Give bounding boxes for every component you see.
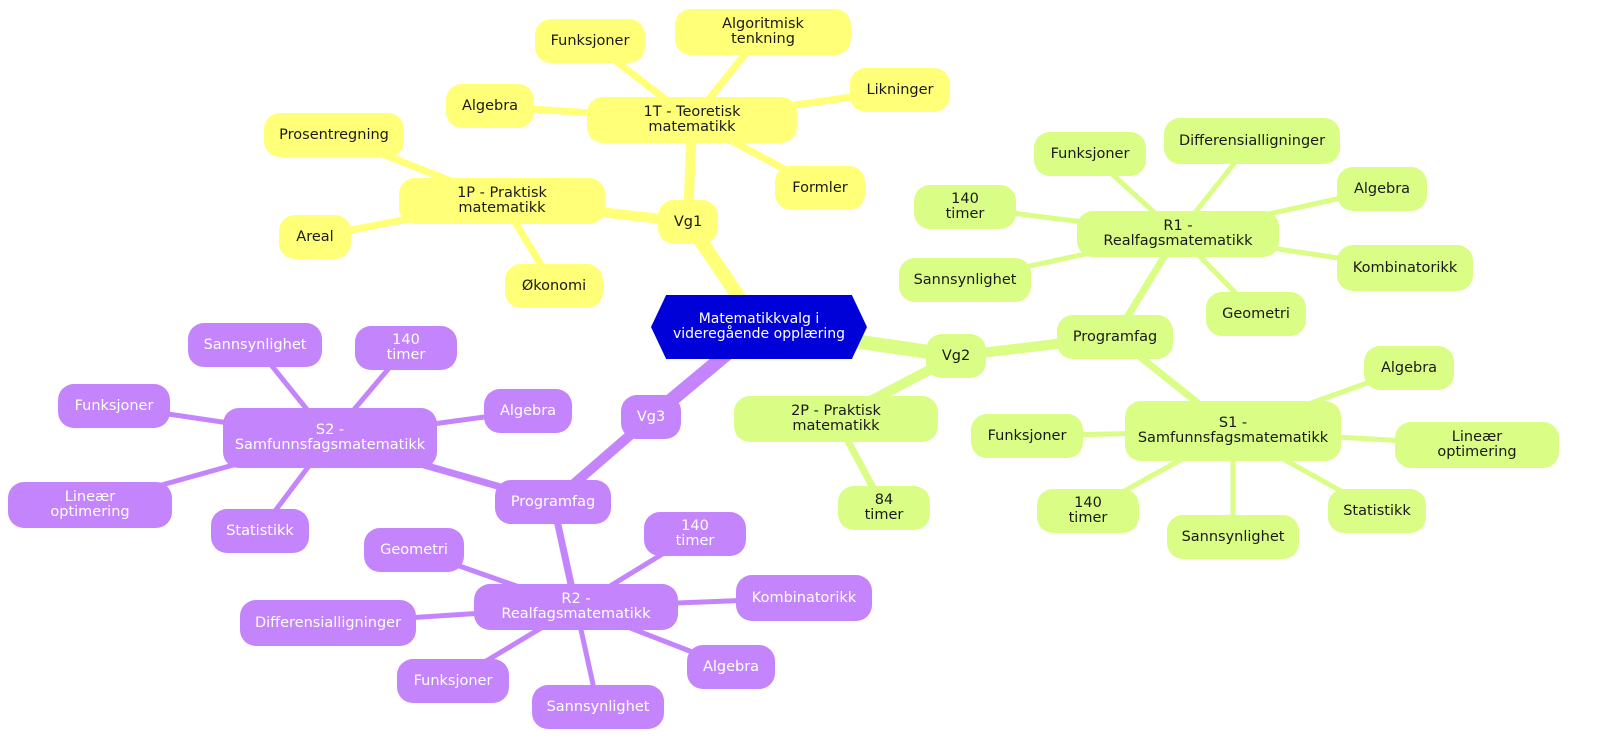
node-label: Funksjoner [987,427,1067,444]
node-label: Geometri [1222,305,1290,322]
node-label: 2P - Praktisk matematikk [791,403,881,434]
node-1t-algo[interactable]: Algoritmisk tenkning [675,9,851,55]
node-label: 140 timer [1068,495,1108,526]
node-1t-form[interactable]: Formler [775,166,865,210]
node-label: Lineær optimering [50,489,130,520]
node-label: Funksjoner [550,32,630,49]
node-s2-timer[interactable]: 140 timer [355,326,457,370]
node-label: Statistikk [226,522,294,539]
node-label: Vg3 [636,408,666,425]
root-label: Matematikkvalg i videregående opplæring [672,311,846,342]
node-label: Geometri [380,541,448,558]
node-s1-sann[interactable]: Sannsynlighet [1167,515,1299,559]
node-label: Sannsynlighet [546,698,650,715]
node-label: R2 - Realfagsmatematikk [501,591,651,622]
node-s1-funk[interactable]: Funksjoner [971,414,1083,458]
node-vg1[interactable]: Vg1 [658,200,718,244]
node-vg2[interactable]: Vg2 [926,334,986,378]
node-r1-alg[interactable]: Algebra [1337,167,1427,211]
node-1p-pros[interactable]: Prosentregning [264,113,404,157]
node-s1[interactable]: S1 - Samfunnsfagsmatematikk [1125,401,1341,461]
node-1p-areal[interactable]: Areal [279,215,351,259]
node-label: Sannsynlighet [203,336,307,353]
node-1t-likn[interactable]: Likninger [850,68,950,112]
node-label: Vg2 [941,347,971,364]
node-label: Formler [792,179,848,196]
node-label: Algoritmisk tenkning [722,16,804,47]
node-r2-alg[interactable]: Algebra [687,645,775,689]
node-label: S2 - Samfunnsfagsmatematikk [234,422,426,453]
node-label: Kombinatorikk [1352,259,1458,276]
node-1p[interactable]: 1P - Praktisk matematikk [399,178,605,224]
node-vg3-prog[interactable]: Programfag [495,480,611,524]
node-r1-sann[interactable]: Sannsynlighet [899,258,1031,302]
node-label: Kombinatorikk [751,589,857,606]
node-label: Funksjoner [1050,145,1130,162]
node-s2[interactable]: S2 - Samfunnsfagsmatematikk [223,408,437,468]
node-r2-funk[interactable]: Funksjoner [397,659,509,703]
node-s1-stat[interactable]: Statistikk [1328,489,1426,533]
node-s2-sann[interactable]: Sannsynlighet [188,323,322,367]
node-s1-lin[interactable]: Lineær optimering [1395,422,1559,468]
node-s1-timer[interactable]: 140 timer [1037,489,1139,533]
node-s1-alg[interactable]: Algebra [1364,346,1454,390]
node-vg3[interactable]: Vg3 [621,395,681,439]
node-r1-geo[interactable]: Geometri [1206,292,1306,336]
node-r1-timer[interactable]: 140 timer [914,185,1016,229]
node-label: Likninger [866,81,934,98]
node-label: 1T - Teoretisk matematikk [643,104,741,135]
node-label: 1P - Praktisk matematikk [457,185,547,216]
node-2p[interactable]: 2P - Praktisk matematikk [734,396,938,442]
node-r2-sann[interactable]: Sannsynlighet [532,685,664,729]
node-label: Programfag [1072,328,1158,345]
node-r2-geo[interactable]: Geometri [364,528,464,572]
node-label: 84 timer [864,492,904,523]
node-1t-alg[interactable]: Algebra [446,84,534,128]
node-2p-timer[interactable]: 84 timer [838,486,930,530]
node-label: Statistikk [1343,502,1411,519]
node-label: 140 timer [386,332,426,363]
node-label: 140 timer [675,518,715,549]
node-label: Sannsynlighet [913,271,1017,288]
node-label: Funksjoner [74,397,154,414]
node-1t[interactable]: 1T - Teoretisk matematikk [587,97,797,143]
node-s2-stat[interactable]: Statistikk [211,509,309,553]
node-label: Algebra [461,97,519,114]
node-label: Algebra [702,658,760,675]
node-label: Prosentregning [279,126,389,143]
node-label: R1 - Realfagsmatematikk [1103,218,1253,249]
node-r2-diff[interactable]: Differensialligninger [240,600,416,646]
node-r1-diff[interactable]: Differensialligninger [1164,118,1340,164]
node-s2-funk[interactable]: Funksjoner [58,384,170,428]
node-label: Vg1 [673,213,703,230]
node-r2-timer[interactable]: 140 timer [644,512,746,556]
node-s2-alg[interactable]: Algebra [484,389,572,433]
node-s2-lin[interactable]: Lineær optimering [8,482,172,528]
node-1t-funk[interactable]: Funksjoner [535,19,645,63]
node-label: Programfag [510,493,596,510]
node-label: Differensialligninger [1178,132,1326,149]
node-label: Lineær optimering [1437,429,1517,460]
node-r2[interactable]: R2 - Realfagsmatematikk [474,584,678,630]
node-1p-oko[interactable]: Økonomi [505,264,603,308]
node-r1[interactable]: R1 - Realfagsmatematikk [1077,211,1279,257]
node-vg2-prog[interactable]: Programfag [1057,315,1173,359]
node-r1-funk[interactable]: Funksjoner [1034,132,1146,176]
node-label: Økonomi [521,277,587,294]
node-r2-komb[interactable]: Kombinatorikk [736,575,872,621]
node-label: Algebra [1353,180,1411,197]
node-label: Differensialligninger [254,614,402,631]
node-label: Algebra [1380,359,1438,376]
node-label: 140 timer [945,191,985,222]
node-label: Funksjoner [413,672,493,689]
node-label: Areal [296,228,334,245]
node-label: Algebra [499,402,557,419]
node-label: Sannsynlighet [1181,528,1285,545]
node-label: S1 - Samfunnsfagsmatematikk [1137,415,1329,446]
node-r1-komb[interactable]: Kombinatorikk [1337,245,1473,291]
root-node[interactable]: Matematikkvalg i videregående opplæring [651,295,867,359]
